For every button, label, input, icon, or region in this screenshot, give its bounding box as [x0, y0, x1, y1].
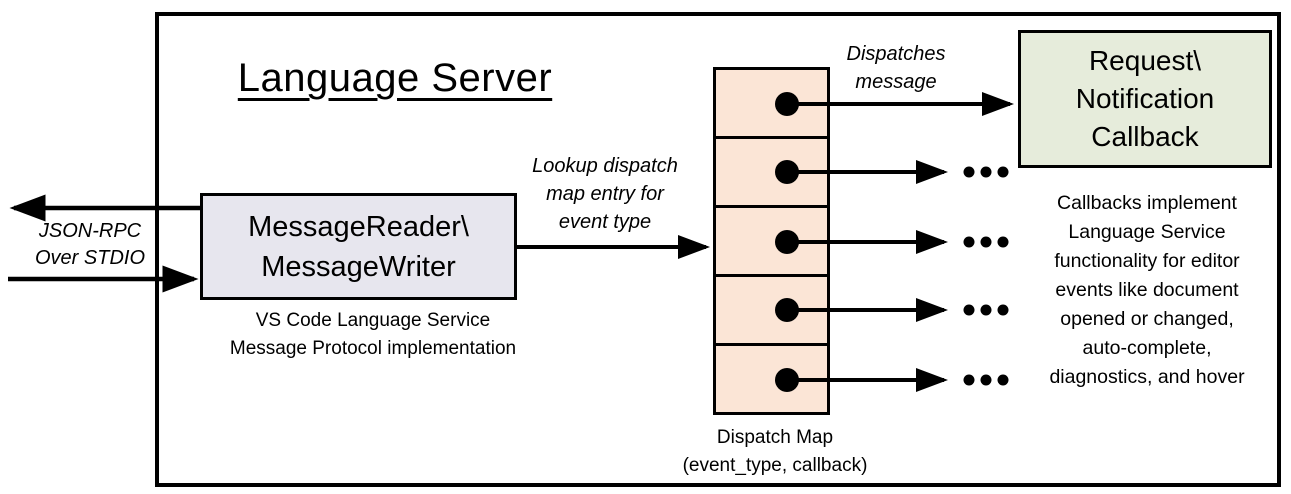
dispatches-message-label: Dispatches message: [846, 43, 946, 93]
dispatch-map-cell: [716, 70, 827, 139]
diagram-title: Language Server: [237, 56, 553, 100]
dispatch-map-cell: [716, 139, 827, 208]
dispatch-map-cell: [716, 277, 827, 346]
callback-caption: Callbacks implement Language Service fun…: [1049, 192, 1245, 388]
message-reader-writer-box: MessageReader\ MessageWriter: [200, 193, 517, 300]
dispatch-map-cell: [716, 208, 827, 277]
reader-caption: VS Code Language Service Message Protoco…: [229, 310, 517, 359]
dispatch-map-caption: Dispatch Map (event_type, callback): [682, 427, 868, 476]
request-notification-callback-box: Request\ Notification Callback: [1018, 30, 1272, 168]
json-rpc-stdio-label: JSON-RPC Over STDIO: [34, 220, 145, 269]
dispatch-map-stack: [713, 67, 830, 415]
dispatch-map-cell: [716, 346, 827, 412]
lookup-dispatch-label: Lookup dispatch map entry for event type: [532, 155, 678, 233]
